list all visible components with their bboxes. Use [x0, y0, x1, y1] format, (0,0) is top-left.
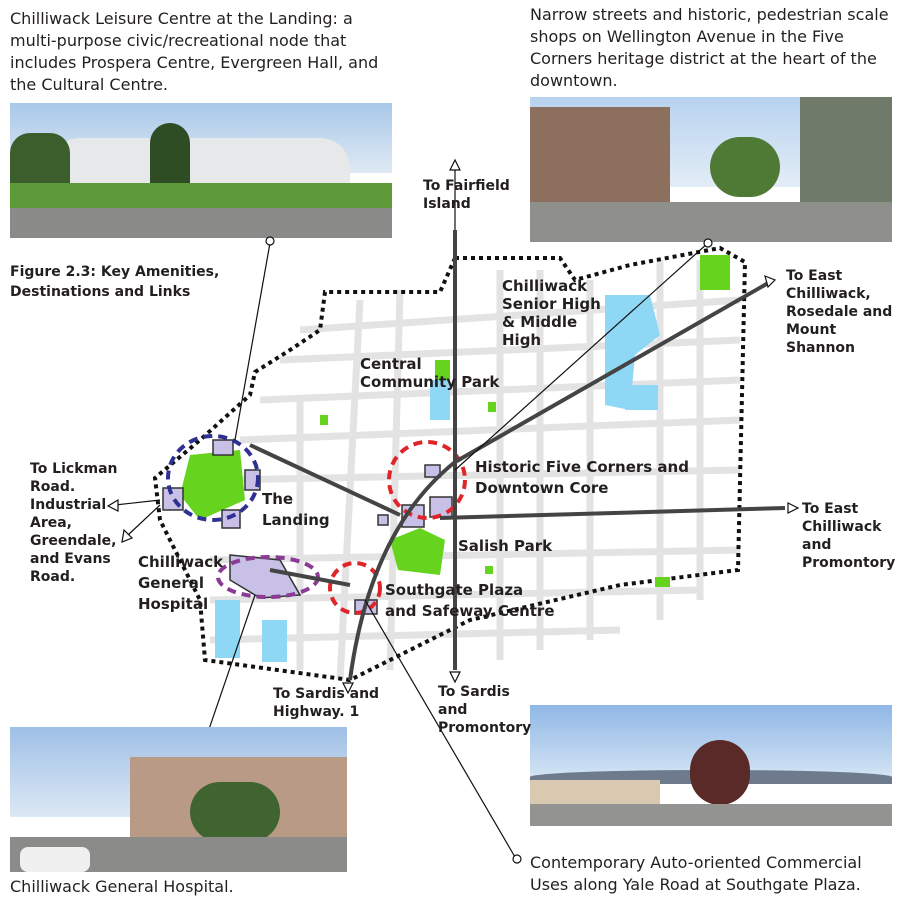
leisure-centre-caption: Chilliwack Leisure Centre at the Landing…	[10, 9, 379, 94]
label-to-east-promontory: To East Chilliwack and Promontory	[802, 501, 896, 571]
southgate-photo	[530, 705, 892, 826]
label-general-hospital: Chilliwack General Hospital	[138, 553, 224, 613]
label-to-sardis-highway-text: To Sardis and Highway. 1	[273, 686, 380, 720]
street-grid	[209, 260, 741, 681]
label-central-park: Central Community Park	[360, 355, 500, 391]
wellington-caption: Narrow streets and historic, pedestrian …	[530, 5, 889, 90]
label-five-corners: Historic Five Corners and Downtown Core	[475, 458, 689, 497]
arrow-lines	[106, 158, 800, 864]
label-southgate: Southgate Plaza and Safeway Centre	[385, 581, 555, 620]
label-senior-high: Chilliwack Senior High & Middle High	[502, 277, 601, 349]
southgate-caption: Contemporary Auto-oriented Commercial Us…	[530, 853, 862, 894]
wellington-photo	[530, 97, 892, 242]
label-to-fairfield: To Fairfield Island	[423, 178, 510, 212]
label-salish-park: Salish Park	[458, 537, 553, 555]
label-to-sardis-highway: To Sardis and Highway. 1	[273, 685, 403, 721]
figure-title: Figure 2.3: Key Amenities, Destinations …	[10, 264, 220, 300]
label-the-landing: The Landing	[262, 490, 330, 529]
label-to-lickman: To Lickman Road. Industrial Area, Greend…	[30, 461, 118, 585]
hospital-caption: Chilliwack General Hospital.	[10, 877, 234, 896]
key-links	[249, 230, 786, 681]
study-area-boundary	[152, 245, 748, 683]
label-to-sardis-promontory: To Sardis and Promontory	[438, 684, 532, 736]
hospital-photo	[10, 727, 347, 872]
label-to-east-rosedale: To East Chilliwack, Rosedale and Mount S…	[786, 268, 893, 356]
leisure-centre-photo	[10, 103, 392, 238]
